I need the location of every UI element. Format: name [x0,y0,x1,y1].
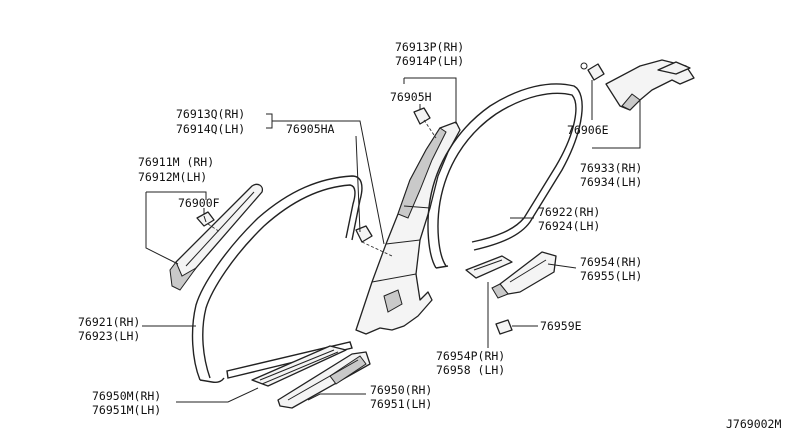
label-76914q-lh: 76914Q(LH) [176,122,245,136]
callout-labels: 76913P(RH) 76914P(LH) 76905H 76913Q(RH) … [78,40,781,431]
label-76954-rh: 76954(RH) [580,255,642,269]
front-kicking-plate [277,351,371,409]
clip-76906e [580,62,605,81]
label-76911m-rh: 76911M (RH) [138,155,214,169]
label-76906e: 76906E [567,123,609,137]
label-76913q-rh: 76913Q(RH) [176,107,245,121]
rear-kicking-plate [491,251,557,299]
rear-step-plate [465,255,513,279]
label-76923-lh: 76923(LH) [78,329,140,343]
label-76950-rh: 76950(RH) [370,383,432,397]
rear-door-weatherstrip [427,83,583,269]
rear-pillar-garnish [605,59,695,111]
label-76914p-lh: 76914P(LH) [395,54,464,68]
label-76913p-rh: 76913P(RH) [395,40,464,54]
label-76922-rh: 76922(RH) [538,205,600,219]
label-76951-lh: 76951(LH) [370,397,432,411]
label-76950m-rh: 76950M(RH) [92,389,161,403]
front-pillar-garnish [169,183,264,291]
label-76954p-rh: 76954P(RH) [436,349,505,363]
clip-76959e [495,319,513,335]
label-76924-lh: 76924(LH) [538,219,600,233]
leader-lines [142,77,641,403]
label-76951m-lh: 76951M(LH) [92,403,161,417]
label-76921-rh: 76921(RH) [78,315,140,329]
label-76912m-lh: 76912M(LH) [138,170,207,184]
label-76959e: 76959E [540,319,582,333]
clip-76905h [413,107,437,139]
label-76933-rh: 76933(RH) [580,161,642,175]
label-76958-lh: 76958 (LH) [436,363,505,377]
clip-76900f [196,211,221,233]
front-sill-plate [251,345,347,387]
label-76955-lh: 76955(LH) [580,269,642,283]
label-76934-lh: 76934(LH) [580,175,642,189]
label-76905ha: 76905HA [286,122,335,136]
label-76905h: 76905H [390,90,432,104]
label-76900f: 76900F [178,196,220,210]
diagram-code: J769002M [726,417,781,431]
center-pillar-garnish [355,121,461,335]
